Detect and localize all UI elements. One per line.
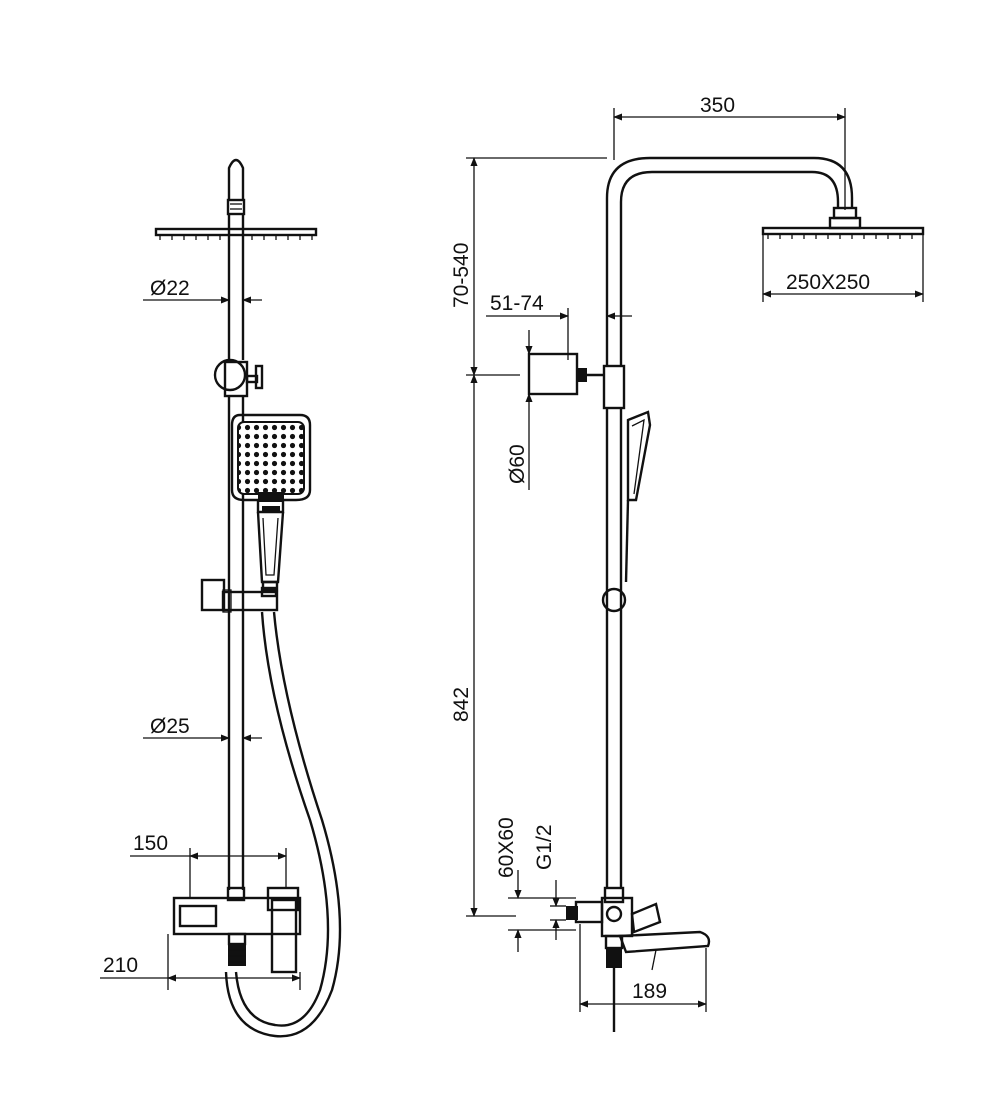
slider-knob-side [601,587,627,613]
label-thread: G1/2 [533,824,556,870]
label-valve-width: 150 [133,832,168,855]
shower-arm [605,156,854,366]
dim-spout-length: 189 [579,924,707,1012]
label-rail-height: 842 [450,687,473,722]
rain-head-front [154,227,318,240]
wall-bracket-front [213,358,264,398]
side-view: 350 250X250 70-540 842 51-74 [450,94,925,1032]
label-bottom-tube-diameter: Ø25 [150,715,190,738]
label-valve-depth: 210 [103,954,138,977]
dim-bottom-tube: Ø25 [143,715,262,742]
label-flange-diameter: Ø60 [506,444,529,484]
dim-arm-height: 70-540 [450,157,607,376]
wall-bracket-side [527,352,626,410]
dim-top-tube: Ø22 [143,277,262,304]
dim-head-size: 250X250 [762,234,924,302]
dim-mixer-block: 60X60 [495,817,576,952]
hand-shower-side [624,410,652,583]
dim-thread: G1/2 [533,824,566,940]
rain-head-side [761,226,925,239]
front-view: Ø22 Ø25 150 210 [100,158,342,1038]
dim-wall-offset: 51-74 [486,292,632,360]
dim-head-width: 350 [613,94,846,210]
mixer-side [566,886,711,1032]
label-head-size: 250X250 [786,271,870,294]
label-arm-height: 70-540 [450,243,473,308]
slider-bracket-front [200,578,279,613]
label-head-width: 350 [700,94,735,117]
top-nut [226,198,246,216]
dim-flange-diameter: Ø60 [506,330,533,490]
label-top-tube-diameter: Ø22 [150,277,190,300]
hand-shower-front [230,413,312,592]
dim-valve-width: 150 [130,832,287,898]
dim-rail-height: 842 [450,374,516,917]
label-spout-length: 189 [632,980,667,1003]
hose [234,611,330,1027]
label-wall-offset: 51-74 [490,292,544,315]
mixer-front [172,886,302,974]
label-mixer-block: 60X60 [495,817,518,878]
dim-valve-depth: 210 [100,934,301,990]
top-cap [227,158,245,200]
